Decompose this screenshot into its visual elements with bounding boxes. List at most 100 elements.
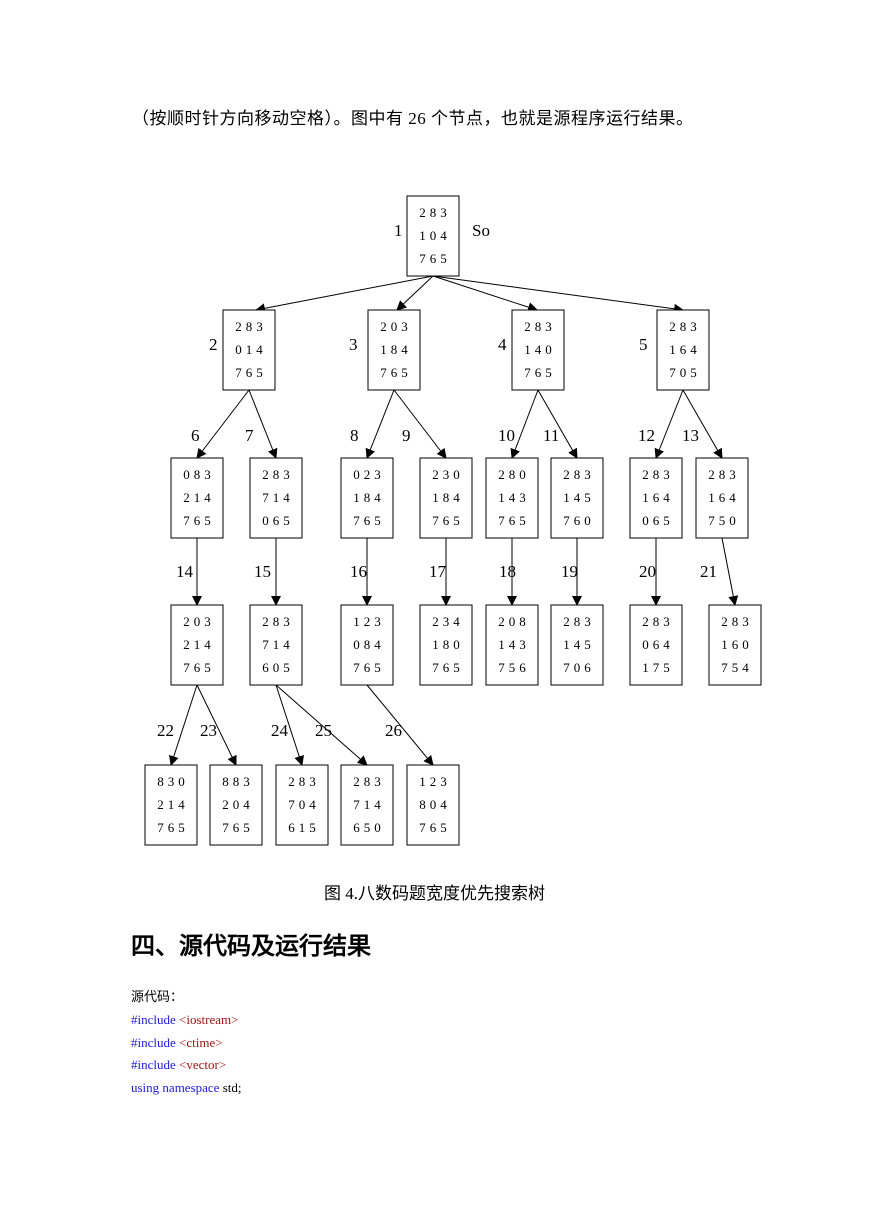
node-row: 704 bbox=[288, 797, 320, 812]
section-heading: 四、源代码及运行结果 bbox=[131, 932, 371, 960]
node-row: 706 bbox=[563, 660, 595, 675]
node-row: 140 bbox=[524, 342, 556, 357]
node-row: 283 bbox=[642, 614, 674, 629]
tree-node-5: 283 164 705 bbox=[656, 309, 710, 391]
node-label-8: 8 bbox=[350, 426, 359, 445]
node-label-5: 5 bbox=[639, 335, 648, 354]
node-row: 765 bbox=[419, 251, 451, 266]
node-row: 765 bbox=[432, 513, 464, 528]
figure-caption: 图 4.八数码题宽度优先搜索树 bbox=[324, 884, 545, 903]
node-row: 615 bbox=[288, 820, 320, 835]
node-box bbox=[708, 604, 762, 686]
node-row: 650 bbox=[353, 820, 385, 835]
node-label-17: 17 bbox=[429, 562, 447, 581]
node-row: 765 bbox=[432, 660, 464, 675]
code-include-arg: <vector> bbox=[179, 1057, 227, 1073]
node-row: 065 bbox=[262, 513, 294, 528]
code-line-2: #include <ctime> bbox=[131, 1032, 242, 1055]
node-row: 283 bbox=[524, 319, 556, 334]
node-row: 705 bbox=[669, 365, 701, 380]
node-label-3: 3 bbox=[349, 335, 358, 354]
tree-edge-1-4 bbox=[432, 275, 538, 312]
search-tree-diagram: 2831047652830147652031847652831407652831… bbox=[144, 195, 762, 846]
node-row: 143 bbox=[498, 637, 530, 652]
node-row: 123 bbox=[353, 614, 385, 629]
node-label-14: 14 bbox=[176, 562, 194, 581]
node-label-24: 24 bbox=[271, 721, 289, 740]
node-label-1: 1 bbox=[394, 221, 403, 240]
node-box bbox=[222, 309, 276, 391]
node-row: 175 bbox=[642, 660, 674, 675]
node-box bbox=[249, 457, 303, 539]
node-row: 083 bbox=[183, 467, 215, 482]
node-row: 283 bbox=[353, 774, 385, 789]
node-box bbox=[695, 457, 749, 539]
node-row: 765 bbox=[353, 513, 385, 528]
node-row: 123 bbox=[419, 774, 451, 789]
node-row: 208 bbox=[498, 614, 530, 629]
code-line-1: #include <iostream> bbox=[131, 1009, 242, 1032]
node-box bbox=[485, 457, 539, 539]
node-row: 765 bbox=[380, 365, 412, 380]
node-row: 203 bbox=[380, 319, 412, 334]
tree-edge-1-2 bbox=[255, 275, 434, 314]
node-box bbox=[629, 604, 683, 686]
tree-edge-15-25 bbox=[275, 684, 368, 766]
code-label: 源代码： bbox=[131, 989, 184, 1004]
node-row: 283 bbox=[669, 319, 701, 334]
node-row: 104 bbox=[419, 228, 451, 243]
node-box bbox=[340, 457, 394, 539]
tree-edge-16-26 bbox=[366, 684, 434, 766]
code-keyword: #include bbox=[131, 1057, 176, 1073]
node-row: 214 bbox=[183, 490, 215, 505]
tree-node-7: 283 714 065 bbox=[249, 457, 303, 539]
code-block: 源代码： #include <iostream> #include <ctime… bbox=[131, 986, 242, 1100]
node-row: 283 bbox=[419, 205, 451, 220]
code-include-arg: <iostream> bbox=[179, 1011, 239, 1027]
node-label-26: 26 bbox=[385, 721, 402, 740]
node-box bbox=[367, 309, 421, 391]
node-label-13: 13 bbox=[682, 426, 699, 445]
node-label-9: 9 bbox=[402, 426, 411, 445]
node-row: 283 bbox=[563, 614, 595, 629]
node-label-22: 22 bbox=[157, 721, 174, 740]
node-row: 714 bbox=[262, 490, 294, 505]
node-row: 283 bbox=[708, 467, 740, 482]
node-row: 283 bbox=[288, 774, 320, 789]
node-row: 883 bbox=[222, 774, 254, 789]
code-keyword: #include bbox=[131, 1011, 176, 1027]
node-row: 164 bbox=[669, 342, 701, 357]
tree-edge-14-22 bbox=[169, 684, 198, 766]
node-row: 023 bbox=[353, 467, 385, 482]
node-box bbox=[629, 457, 683, 539]
tree-edge-3-9 bbox=[393, 389, 447, 459]
node-row: 605 bbox=[262, 660, 294, 675]
node-row: 164 bbox=[708, 490, 740, 505]
node-label-23: 23 bbox=[200, 721, 217, 740]
node-row: 830 bbox=[157, 774, 189, 789]
code-line-3: #include <vector> bbox=[131, 1054, 242, 1077]
node-row: 714 bbox=[353, 797, 385, 812]
node-row: 280 bbox=[498, 467, 530, 482]
node-row: 283 bbox=[721, 614, 753, 629]
node-row: 283 bbox=[262, 467, 294, 482]
node-box bbox=[249, 604, 303, 686]
node-label-6: 6 bbox=[191, 426, 200, 445]
node-box bbox=[144, 764, 198, 846]
intro-paragraph: （按顺时针方向移动空格）。图中有 26 个节点，也就是源程序运行结果。 bbox=[132, 109, 694, 128]
node-row: 765 bbox=[419, 820, 451, 835]
tree-edge-2-6 bbox=[196, 389, 250, 459]
